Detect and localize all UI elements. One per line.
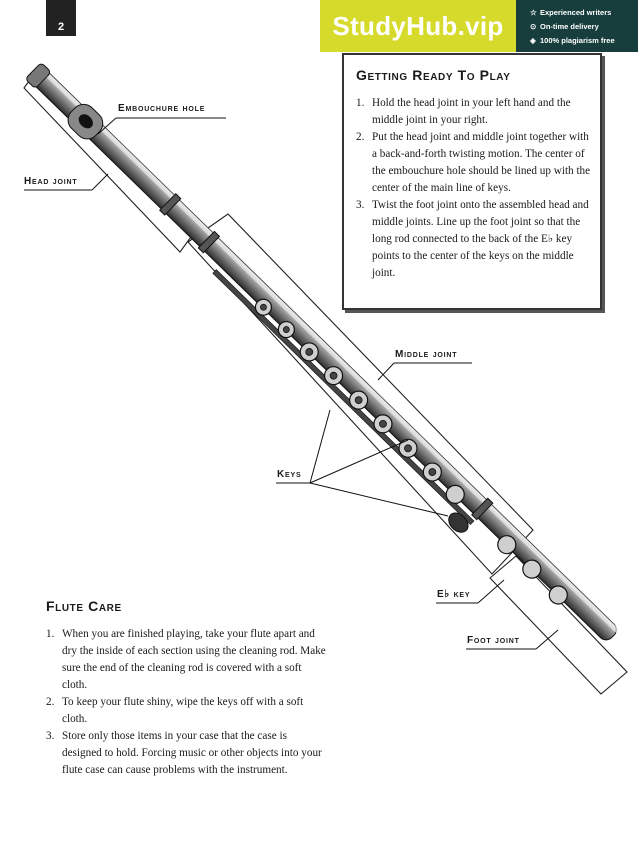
step-text: When you are finished playing, take your… bbox=[62, 628, 326, 691]
label-head-joint: Head joint bbox=[24, 176, 77, 187]
label-middle-joint: Middle joint bbox=[395, 349, 457, 360]
step-number: 3. bbox=[46, 728, 54, 745]
step-number: 1. bbox=[46, 626, 54, 643]
list-item: 2. Put the head joint and middle joint to… bbox=[356, 129, 592, 197]
flute-care-steps: 1. When you are finished playing, take yo… bbox=[46, 626, 328, 779]
list-item: 1. Hold the head joint in your left hand … bbox=[356, 95, 592, 129]
step-number: 1. bbox=[356, 95, 364, 112]
list-item: 3. Twist the foot joint onto the assemble… bbox=[356, 197, 592, 282]
getting-ready-box: Getting Ready To Play 1. Hold the head jo… bbox=[342, 53, 602, 310]
step-text: Store only those items in your case that… bbox=[62, 730, 322, 776]
list-item: 1. When you are finished playing, take yo… bbox=[46, 626, 328, 694]
step-text: Twist the foot joint onto the assembled … bbox=[372, 199, 589, 279]
label-keys: Keys bbox=[277, 469, 301, 480]
label-embouchure-hole: Embouchure hole bbox=[118, 103, 205, 114]
step-text: Hold the head joint in your left hand an… bbox=[372, 97, 571, 126]
step-number: 3. bbox=[356, 197, 364, 214]
step-text: Put the head joint and middle joint toge… bbox=[372, 131, 590, 194]
label-foot-joint: Foot joint bbox=[467, 635, 520, 646]
step-number: 2. bbox=[356, 129, 364, 146]
step-text: To keep your flute shiny, wipe the keys … bbox=[62, 696, 303, 725]
list-item: 2. To keep your flute shiny, wipe the key… bbox=[46, 694, 328, 728]
getting-ready-title: Getting Ready To Play bbox=[356, 67, 510, 83]
step-number: 2. bbox=[46, 694, 54, 711]
label-eb-key: E♭ key bbox=[437, 589, 470, 600]
getting-ready-steps: 1. Hold the head joint in your left hand … bbox=[356, 95, 592, 282]
flute-care-title: Flute Care bbox=[46, 598, 122, 614]
list-item: 3. Store only those items in your case th… bbox=[46, 728, 328, 779]
